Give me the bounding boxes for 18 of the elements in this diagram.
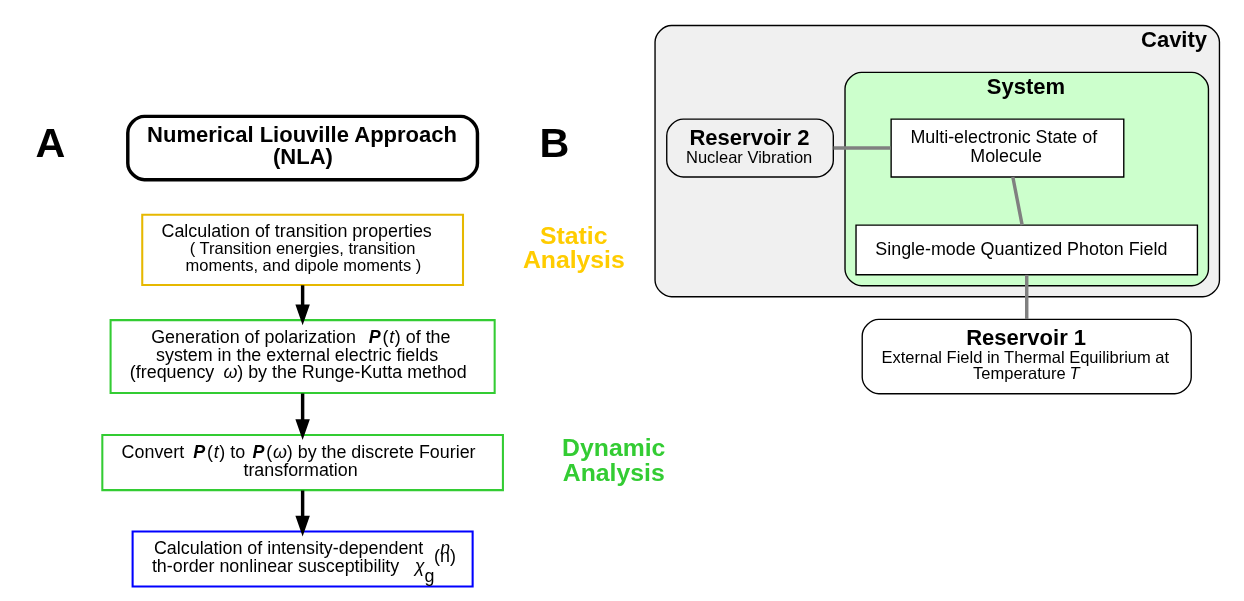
label: A (35, 119, 66, 166)
node-box: Numerical Liouville Approach (NLA) (126, 114, 480, 182)
label: Dynamic Analysis (562, 434, 666, 487)
connector (1025, 274, 1029, 320)
connector (833, 146, 891, 150)
node-box: Reservoir 1 External Field in Thermal Equilibrium at Temperature T (861, 318, 1192, 395)
arrow (295, 490, 310, 537)
node-box: Single-mode Quantized Photon Field (855, 224, 1199, 276)
arrow (295, 285, 310, 326)
label: B (539, 119, 570, 166)
node-box: Reservoir 2 Nuclear Vibration (666, 118, 834, 178)
node-box: Convert P(t) to P(ω) by the discrete Fourier transformation (101, 434, 504, 492)
node-box: Multi-electronic State of Molecule (890, 118, 1125, 178)
arrow (295, 393, 310, 440)
node-label: Static Analysis (522, 221, 625, 274)
node-box: Generation of polarization P(t) of the system in the external electric fields (frequency ω) by the Runge-Kutta method (109, 319, 496, 395)
node-box: Calculation of transition properties ( Transition energies, transition moments, and dipole moments ) (141, 213, 465, 287)
connector (1011, 176, 1024, 226)
